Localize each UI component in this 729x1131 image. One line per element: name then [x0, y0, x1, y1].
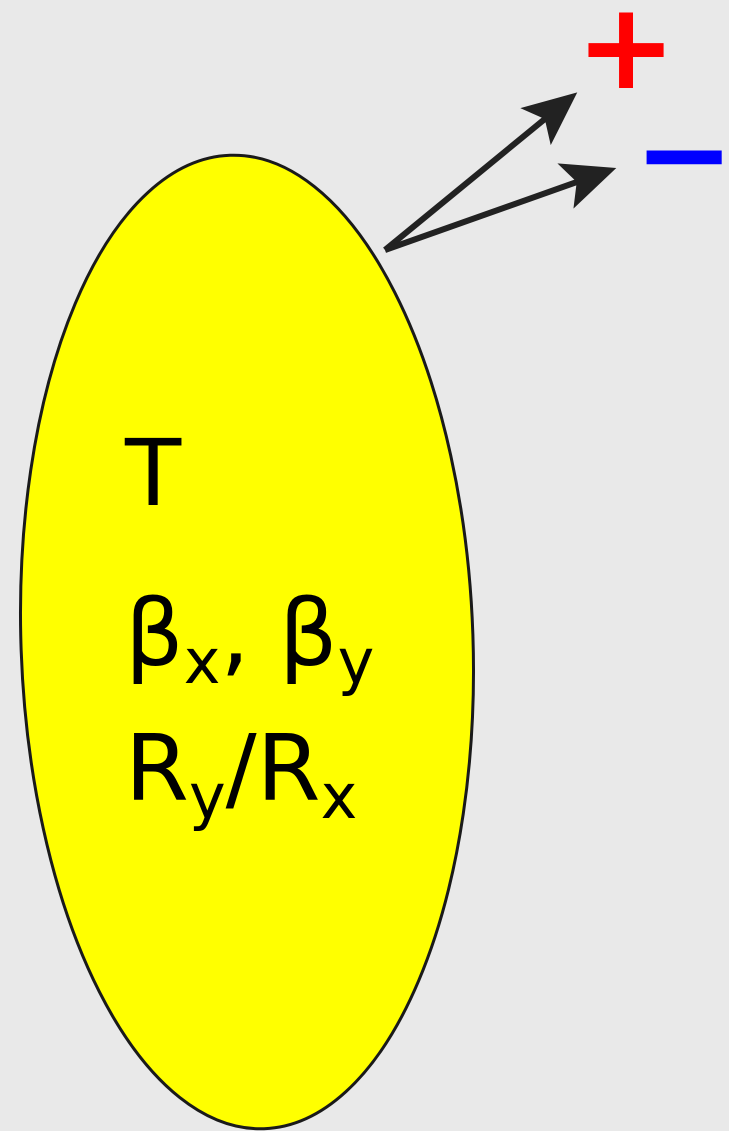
arrow-positive-particle: [383, 92, 578, 253]
param-radius-ratio: Ry/Rx: [125, 715, 357, 833]
param-flow-velocity: βx, βy: [125, 580, 374, 698]
negative-charge-label: −: [634, 85, 729, 224]
param-temperature: T: [124, 420, 182, 527]
emission-source-ellipse: [18, 153, 476, 1131]
arrow-negative-particle: [383, 163, 617, 253]
positive-charge-label: +: [576, 0, 677, 117]
